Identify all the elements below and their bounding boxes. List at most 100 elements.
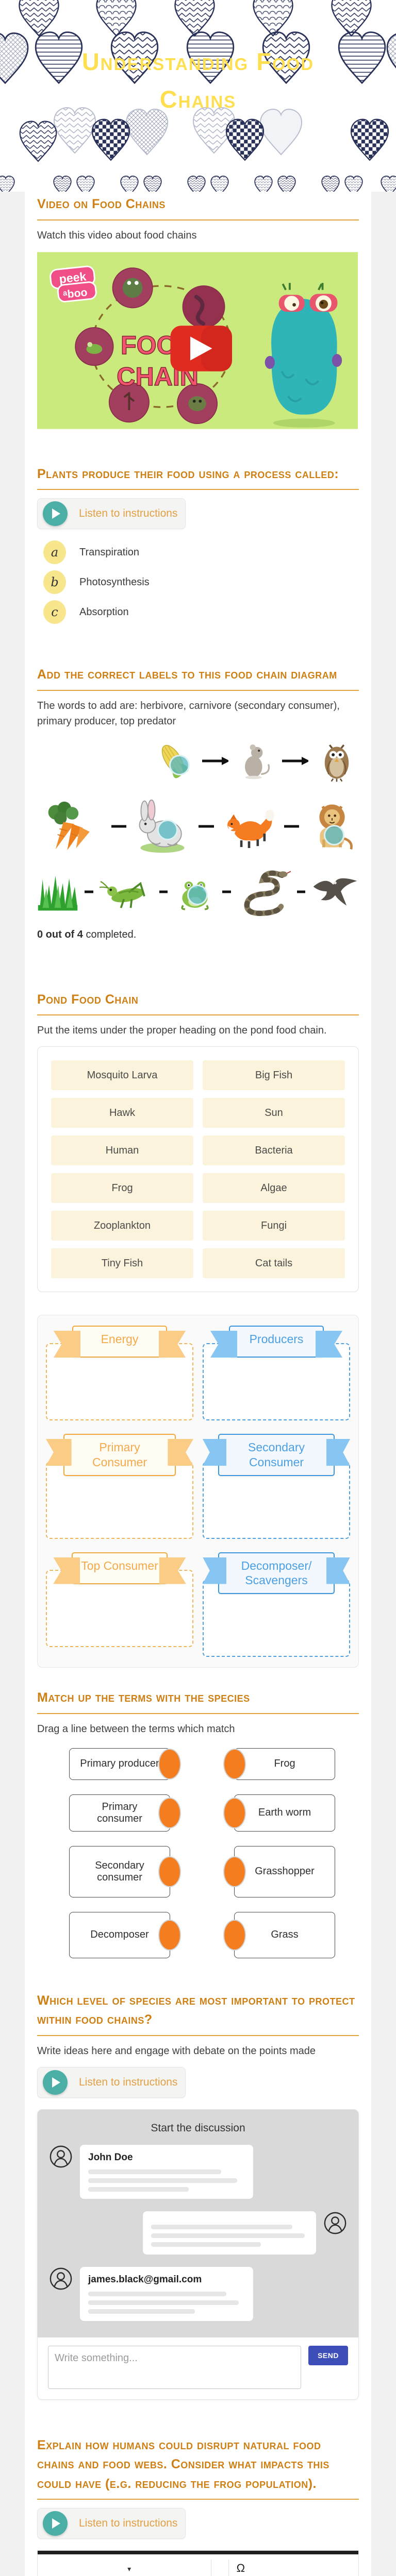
arrow-icon <box>111 825 127 827</box>
option-letter-badge: b <box>43 570 66 594</box>
term-label: Grasshopper <box>255 1866 315 1877</box>
section-debate: Which level of species are most importan… <box>37 1991 359 2400</box>
connector-handle[interactable] <box>223 1748 246 1780</box>
listen-to-instructions-button[interactable]: Listen to instructions <box>37 498 186 529</box>
connector-handle[interactable] <box>223 1919 246 1951</box>
option-c[interactable]: c Absorption <box>43 600 359 624</box>
discussion-message: John Doe <box>49 2144 347 2199</box>
option-label: Photosynthesis <box>79 576 150 588</box>
match-term-left[interactable]: Secondary consumer <box>69 1845 181 1897</box>
ribbon-left-wing-icon <box>203 1439 226 1466</box>
worksheet-body: Video on Food Chains Watch this video ab… <box>25 192 371 2576</box>
worksheet-title-line2: Chains <box>159 85 237 113</box>
term-label: Decomposer <box>90 1929 149 1940</box>
heading-underline <box>37 489 359 490</box>
food-chain-item-owl <box>315 736 359 786</box>
ribbon-banner: Secondary Consumer <box>203 1434 350 1476</box>
send-button[interactable]: SEND <box>308 2345 348 2365</box>
match-row: Primary producer Frog <box>69 1748 335 1780</box>
ribbon-banner: Decomposer/ Scavengers <box>203 1552 350 1594</box>
match-term-right[interactable]: Earth worm <box>223 1794 335 1832</box>
listen-to-instructions-button[interactable]: Listen to instructions <box>37 2508 186 2539</box>
match-term-right[interactable]: Grasshopper <box>223 1845 335 1897</box>
term-label: Secondary consumer <box>95 1859 144 1883</box>
ribbon-right-wing-icon <box>168 1439 194 1466</box>
banner-cell-energy: Energy <box>46 1326 193 1420</box>
match-term-left[interactable]: Decomposer <box>69 1911 181 1958</box>
pond-item[interactable]: Tiny Fish <box>51 1248 193 1278</box>
placeholder-text-bar <box>88 2309 195 2314</box>
arrow-icon <box>222 890 231 893</box>
section-heading: Which level of species are most importan… <box>37 1993 355 2027</box>
drop-target-frog[interactable] <box>187 884 208 905</box>
ribbon-right-wing-icon <box>326 1557 350 1584</box>
pond-item[interactable]: Sun <box>203 1098 345 1128</box>
connector-handle[interactable] <box>223 1856 246 1887</box>
placeholder-text-bar <box>88 2178 237 2183</box>
placeholder-text-bar <box>151 2242 261 2247</box>
heading-underline <box>37 689 359 691</box>
match-term-left[interactable]: Primary producer <box>69 1748 181 1780</box>
placeholder-text-bar <box>151 2224 292 2229</box>
section-label-diagram: Add the correct labels to this food chai… <box>37 665 359 941</box>
video-thumbnail[interactable]: peek ᵃboo FOOD CHAIN <box>37 250 358 431</box>
section-match: Match up the terms with the species Drag… <box>37 1688 359 1958</box>
section-video: Video on Food Chains Watch this video ab… <box>37 195 359 431</box>
pond-item[interactable]: Cat tails <box>203 1248 345 1278</box>
match-term-right[interactable]: Frog <box>223 1748 335 1780</box>
section-description: The words to add are: herbivore, carnivo… <box>37 700 340 727</box>
connector-handle[interactable] <box>158 1748 181 1780</box>
ribbon-right-wing-icon <box>316 1331 342 1358</box>
pond-headings-board: Energy Producers Primary Consumer <box>37 1315 359 1668</box>
pond-item[interactable]: Fungi <box>203 1211 345 1241</box>
ribbon-right-wing-icon <box>159 1331 186 1358</box>
discussion-message: james.black@gmail.com <box>49 2266 347 2321</box>
match-term-left[interactable]: Primary consumer <box>69 1794 181 1832</box>
format-dropdown-caret-icon[interactable]: ▾ <box>127 2565 131 2573</box>
banner-cell-producers: Producers <box>203 1326 350 1420</box>
drop-target-corn[interactable] <box>169 754 190 775</box>
connector-handle[interactable] <box>158 1856 181 1887</box>
discussion-input-row: SEND <box>38 2337 358 2399</box>
connector-handle[interactable] <box>223 1797 246 1828</box>
option-b[interactable]: b Photosynthesis <box>43 570 359 594</box>
section-heading: Explain how humans could disrupt natural… <box>37 2437 329 2491</box>
special-character-omega-icon[interactable]: Ω <box>236 2562 245 2574</box>
pond-item[interactable]: Algae <box>203 1173 345 1203</box>
listen-label: Listen to instructions <box>79 507 178 519</box>
drop-target-lion[interactable] <box>323 824 344 845</box>
pond-item[interactable]: Human <box>51 1136 193 1165</box>
pond-item[interactable]: Bacteria <box>203 1136 345 1165</box>
food-chain-item-lion <box>305 798 359 855</box>
term-label: Frog <box>274 1758 295 1769</box>
discussion-input[interactable] <box>48 2345 302 2389</box>
section-description: Write ideas here and engage with debate … <box>37 2045 316 2057</box>
youtube-play-icon <box>170 325 233 371</box>
banner-cell-primary-consumer: Primary Consumer <box>46 1434 194 1539</box>
option-a[interactable]: a Transpiration <box>43 540 359 564</box>
audio-play-icon[interactable] <box>43 2511 68 2536</box>
arrow-icon <box>296 890 305 893</box>
audio-play-icon[interactable] <box>43 501 68 526</box>
completion-status: 0 out of 4 completed. <box>37 928 137 940</box>
pond-item[interactable]: Frog <box>51 1173 193 1203</box>
audio-play-icon[interactable] <box>43 2070 68 2095</box>
match-term-right[interactable]: Grass <box>223 1911 335 1958</box>
food-chain-item-rabbit <box>133 798 192 855</box>
connector-handle[interactable] <box>158 1797 181 1828</box>
pond-item[interactable]: Mosquito Larva <box>51 1060 193 1090</box>
message-card: John Doe <box>80 2144 253 2199</box>
ribbon-left-wing-icon <box>46 1439 72 1466</box>
connector-handle[interactable] <box>158 1919 181 1951</box>
section-description: Drag a line between the terms which matc… <box>37 1723 235 1735</box>
pond-item[interactable]: Zooplankton <box>51 1211 193 1241</box>
drop-target-rabbit[interactable] <box>157 819 178 840</box>
pond-item[interactable]: Big Fish <box>203 1060 345 1090</box>
ribbon-banner: Primary Consumer <box>46 1434 194 1476</box>
discussion-title: Start the discussion <box>151 2122 245 2134</box>
heading-underline <box>37 1713 359 1714</box>
hearts-pattern-background <box>0 0 396 192</box>
listen-to-instructions-button[interactable]: Listen to instructions <box>37 2066 186 2098</box>
food-chain-row-1 <box>37 736 359 786</box>
pond-item[interactable]: Hawk <box>51 1098 193 1128</box>
